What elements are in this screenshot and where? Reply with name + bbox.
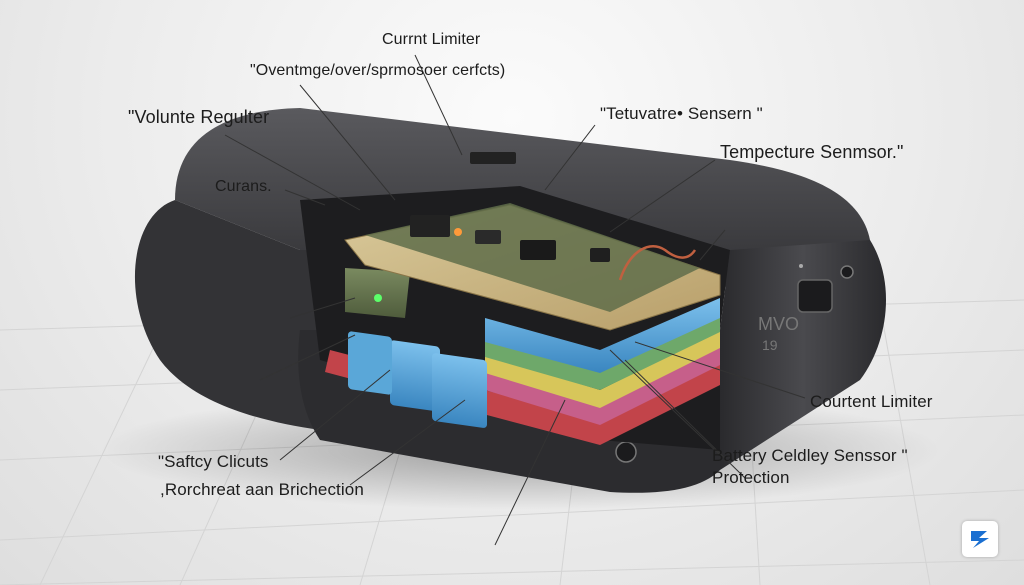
label-temp-sensor: Tempecture Senmsor." <box>720 143 903 162</box>
lightning-chevron-logo-icon <box>962 521 998 557</box>
label-voltage-regulator: "Volunte Regulter <box>128 108 269 127</box>
cell-blue-2 <box>432 353 487 429</box>
green-led <box>374 294 382 302</box>
label-overcharge: "Oventmge/over/sprmosoer cerfcts) <box>250 61 505 80</box>
usb-port <box>798 280 832 312</box>
orange-led <box>454 228 462 236</box>
barrel-jack <box>616 442 636 462</box>
label-protection: Protection <box>712 468 790 487</box>
led-indicator <box>841 266 853 278</box>
label-battery-cell-sensor: Battery Celdley Senssor " <box>712 446 908 465</box>
top-vent-slot <box>470 152 516 164</box>
device-port-label: MVO <box>758 314 799 334</box>
power-dot <box>799 264 803 268</box>
safety-board <box>345 268 410 318</box>
device-port-sub: 19 <box>762 337 778 353</box>
chip-4 <box>410 215 450 237</box>
label-current-limiter-top: Currnt Limiter <box>382 30 480 49</box>
label-current-limiter: Courtent Limiter <box>810 392 933 411</box>
label-curans: Curans. <box>215 177 272 196</box>
label-safety-circuits: "Saftcy Clicuts <box>158 452 269 471</box>
cell-blue-3 <box>348 331 392 395</box>
label-short-circuit: ,Rorchreat aan Brichection <box>160 480 364 499</box>
chip-1 <box>520 240 556 260</box>
chip-2 <box>475 230 501 244</box>
label-temp-sensor-top: "Tetuvatre• Sensern " <box>600 104 763 123</box>
chip-3 <box>590 248 610 262</box>
brand-logo <box>962 521 998 557</box>
